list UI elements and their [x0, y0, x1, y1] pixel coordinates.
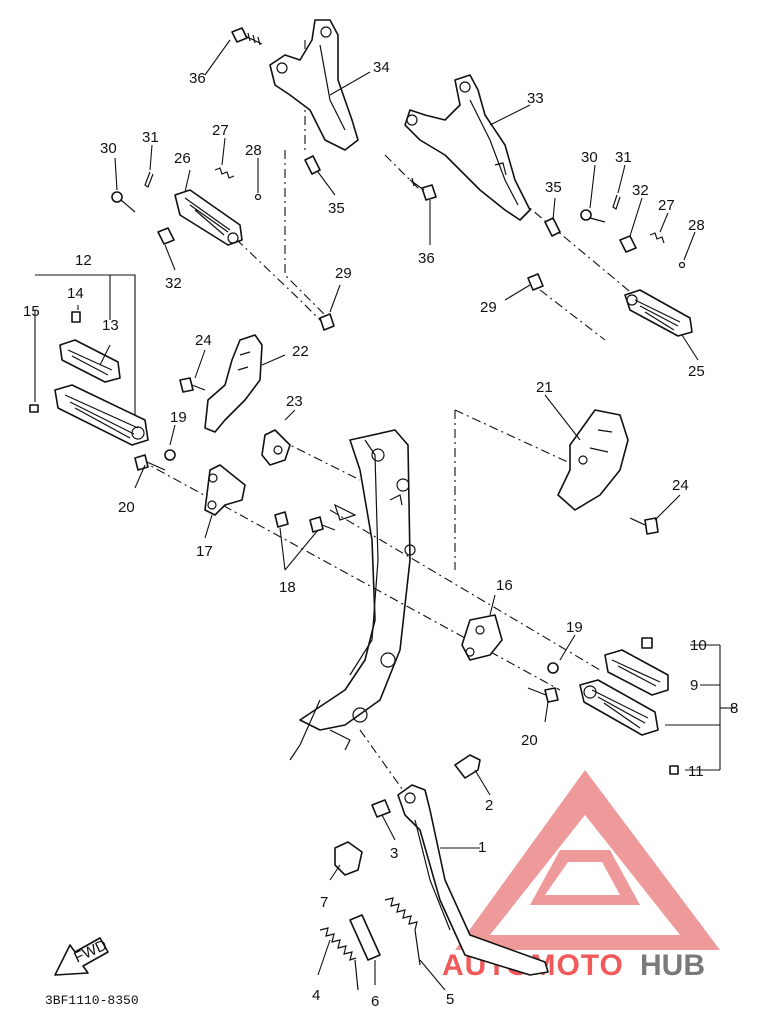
bolt-2: [454, 754, 481, 779]
callout-6: 6: [371, 993, 379, 1010]
callout-19-right: 19: [566, 619, 583, 636]
callout-1: 1: [478, 839, 486, 856]
callout-8: 8: [730, 700, 738, 717]
callout-21: 21: [536, 379, 553, 396]
rear-footrest-left: [174, 189, 243, 246]
bolt-20-left: [134, 454, 166, 471]
front-footrest-right: [579, 649, 669, 736]
nut-3: [371, 799, 391, 818]
ball-28-right: [678, 261, 686, 269]
callout-13: 13: [102, 317, 119, 334]
screw-11: [669, 765, 679, 775]
plate-7: [334, 841, 363, 876]
callout-16: 16: [496, 577, 513, 594]
heel-plate-22: [204, 334, 263, 433]
damper-29-left: [319, 313, 335, 331]
callout-28-right: 28: [688, 217, 705, 234]
diagram-code: 3BF1110-8350: [45, 993, 139, 1008]
screw-15: [29, 404, 39, 413]
callout-35-right: 35: [545, 179, 562, 196]
watermark-text-hub: HUB: [640, 949, 705, 982]
callout-30-left: 30: [100, 140, 117, 157]
callout-29-right: 29: [480, 299, 497, 316]
callout-4: 4: [312, 987, 320, 1004]
callout-20-left: 20: [118, 499, 135, 516]
callout-23: 23: [286, 393, 303, 410]
bolt-24-right: [629, 517, 659, 535]
callout-19-left: 19: [170, 409, 187, 426]
callout-3: 3: [390, 845, 398, 862]
collar-32-right: [619, 235, 637, 253]
collar-35-left: [304, 155, 321, 175]
callout-22: 22: [292, 343, 309, 360]
callout-15: 15: [23, 303, 40, 320]
callout-34: 34: [373, 59, 390, 76]
callout-24-left: 24: [195, 332, 212, 349]
callout-28-left: 28: [245, 142, 262, 159]
bolt-24-left: [179, 377, 206, 393]
spring-27-right: [649, 232, 665, 244]
callout-25: 25: [688, 363, 705, 380]
frame-illustration: [289, 429, 416, 761]
heel-plate-21: [557, 409, 629, 511]
bolt-20-right: [527, 687, 559, 703]
callout-26: 26: [174, 150, 191, 167]
clip-31-right: [612, 194, 621, 210]
bolt-36-top: [231, 27, 263, 46]
pin-30-left: [111, 191, 136, 213]
spring-27-left: [214, 167, 235, 179]
callout-27-left: 27: [212, 122, 229, 139]
callout-32-right: 32: [632, 182, 649, 199]
callout-leaders: [34, 39, 735, 991]
spring-5: [384, 897, 421, 966]
footrest-bracket-17: [204, 464, 246, 516]
callout-31-right: 31: [615, 149, 632, 166]
rear-footrest-bracket-left: [269, 19, 359, 151]
rear-footrest-right: [624, 289, 693, 337]
bracket-23: [261, 429, 291, 466]
callout-9: 9: [690, 677, 698, 694]
footrest-bracket-16: [461, 614, 503, 661]
callout-12: 12: [75, 252, 92, 269]
callout-11: 11: [688, 763, 704, 780]
callout-17: 17: [196, 543, 213, 560]
sidestand-1: [397, 784, 549, 976]
callout-24-right: 24: [672, 477, 689, 494]
bolt-14: [71, 311, 81, 323]
callout-30-right: 30: [581, 149, 598, 166]
front-footrest-left: [54, 339, 149, 446]
callout-36-top: 36: [189, 70, 206, 87]
callout-2: 2: [485, 797, 493, 814]
collar-32-left: [157, 227, 175, 245]
callout-18: 18: [279, 579, 296, 596]
sleeve-6: [349, 914, 381, 961]
rear-footrest-bracket-right: [404, 74, 531, 221]
washer-19-right: [547, 662, 559, 674]
callout-33: 33: [527, 90, 544, 107]
callout-35-left: 35: [328, 200, 345, 217]
callout-5: 5: [446, 991, 454, 1008]
callout-14: 14: [67, 285, 84, 302]
clip-31-left: [144, 171, 154, 188]
collar-35-right: [544, 217, 561, 237]
callout-27-right: 27: [658, 197, 675, 214]
spring-4: [319, 927, 359, 991]
callout-20-right: 20: [521, 732, 538, 749]
bolt-36-right: [409, 177, 437, 201]
forward-arrow-icon: FWD: [54, 937, 110, 976]
callout-10: 10: [690, 637, 707, 654]
callout-31-left: 31: [142, 129, 159, 146]
callout-labels: 1 2 3 4 5 6 7 8 9 10 11 12 13 14 15 16 1…: [23, 59, 738, 1010]
damper-29-right: [527, 273, 544, 291]
ball-28-left: [254, 193, 262, 201]
bolts-18: [274, 511, 336, 533]
callout-32-left: 32: [165, 275, 182, 292]
pin-30-right: [580, 209, 606, 223]
callout-36-right: 36: [418, 250, 435, 267]
screw-10: [641, 637, 653, 649]
callout-7: 7: [320, 894, 328, 911]
washer-19-left: [164, 449, 176, 461]
callout-29-left: 29: [335, 265, 352, 282]
